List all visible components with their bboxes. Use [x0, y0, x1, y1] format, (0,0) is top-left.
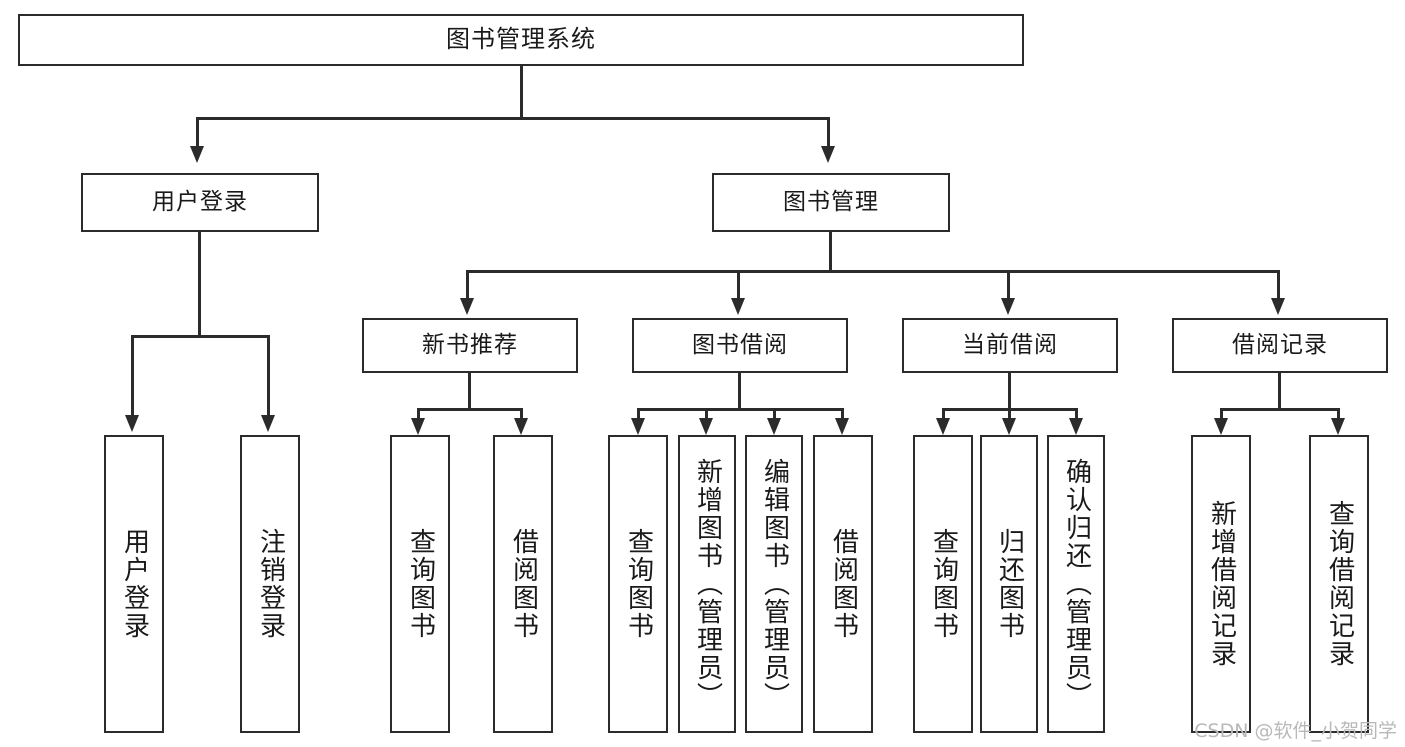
leaf-book-borrow-edit-book-admin[interactable]: 编辑图书（管理员） — [745, 435, 803, 733]
leaf-book-borrow-borrow-book[interactable]: 借阅图书 — [813, 435, 873, 733]
connector-new-book-stem — [468, 373, 471, 410]
leaf-user-login-login[interactable]: 用户登录 — [104, 435, 164, 733]
connector-drop-borrow-record — [1277, 270, 1280, 300]
arrowhead-leaf-current-borrow-1 — [936, 418, 950, 435]
leaf-borrow-record-query-record[interactable]: 查询借阅记录 — [1309, 435, 1369, 733]
leaf-new-book-query-book[interactable]: 查询图书 — [390, 435, 450, 733]
node-label: 当前借阅 — [962, 332, 1058, 359]
connector-drop-book-management — [827, 117, 830, 149]
node-borrow-record[interactable]: 借阅记录 — [1172, 318, 1388, 373]
connector-drop-leaf-user-login-2 — [267, 335, 270, 417]
connector-drop-leaf-current-borrow-2 — [1008, 408, 1011, 420]
node-label: 借阅图书 — [508, 528, 539, 640]
connector-drop-current-borrow — [1007, 270, 1010, 300]
arrowhead-leaf-book-borrow-2 — [699, 418, 713, 435]
node-root-book-management-system[interactable]: 图书管理系统 — [18, 14, 1024, 66]
node-label: 借阅记录 — [1232, 332, 1328, 359]
connector-drop-leaf-new-book-1 — [417, 408, 420, 420]
arrowhead-leaf-current-borrow-3 — [1069, 418, 1083, 435]
node-label: 注销登录 — [255, 528, 286, 640]
node-label: 查询图书 — [623, 528, 654, 640]
connector-root-stem — [520, 66, 523, 119]
arrowhead-leaf-borrow-record-2 — [1331, 418, 1345, 435]
connector-user-login-stem — [198, 232, 201, 337]
leaf-book-borrow-add-book-admin[interactable]: 新增图书（管理员） — [678, 435, 736, 733]
arrowhead-leaf-book-borrow-3 — [767, 418, 781, 435]
node-label: 查询图书 — [928, 528, 959, 640]
node-book-management[interactable]: 图书管理 — [712, 173, 950, 232]
node-label: 用户登录 — [119, 528, 150, 640]
connector-drop-leaf-book-borrow-4 — [841, 408, 844, 420]
leaf-user-login-logout[interactable]: 注销登录 — [240, 435, 300, 733]
connector-book-borrow-bus — [637, 408, 844, 411]
node-new-book-recommend[interactable]: 新书推荐 — [362, 318, 578, 373]
arrowhead-leaf-user-login-1 — [125, 415, 139, 432]
leaf-book-borrow-query-book[interactable]: 查询图书 — [608, 435, 668, 733]
connector-drop-leaf-book-borrow-3 — [773, 408, 776, 420]
connector-user-login-bus — [131, 335, 270, 338]
node-label: 编辑图书（管理员） — [759, 458, 790, 710]
connector-book-management-stem — [829, 232, 832, 272]
node-user-login[interactable]: 用户登录 — [81, 173, 319, 232]
arrowhead-leaf-new-book-2 — [514, 418, 528, 435]
arrowhead-leaf-book-borrow-1 — [631, 418, 645, 435]
arrowhead-leaf-borrow-record-1 — [1214, 418, 1228, 435]
arrowhead-book-borrow — [731, 298, 745, 315]
node-book-borrow[interactable]: 图书借阅 — [632, 318, 848, 373]
node-label: 查询借阅记录 — [1324, 500, 1355, 668]
node-label: 图书借阅 — [692, 332, 788, 359]
connector-level2-bus — [196, 117, 830, 120]
node-label: 图书管理系统 — [446, 25, 596, 54]
arrowhead-leaf-user-login-2 — [261, 415, 275, 432]
leaf-current-borrow-return-book[interactable]: 归还图书 — [980, 435, 1038, 733]
connector-drop-leaf-current-borrow-3 — [1075, 408, 1078, 420]
connector-drop-leaf-user-login-1 — [131, 335, 134, 417]
connector-drop-leaf-book-borrow-1 — [637, 408, 640, 420]
arrowhead-leaf-new-book-1 — [411, 418, 425, 435]
leaf-borrow-record-add-record[interactable]: 新增借阅记录 — [1191, 435, 1251, 733]
connector-drop-new-book — [466, 270, 469, 300]
node-label: 新增借阅记录 — [1206, 500, 1237, 668]
node-label: 查询图书 — [405, 528, 436, 640]
connector-drop-user-login — [196, 117, 199, 149]
arrowhead-borrow-record — [1271, 298, 1285, 315]
node-label: 确认归还（管理员） — [1061, 458, 1092, 710]
arrowhead-user-login — [190, 146, 204, 163]
leaf-current-borrow-confirm-return-admin[interactable]: 确认归还（管理员） — [1047, 435, 1105, 733]
connector-drop-leaf-borrow-record-1 — [1220, 408, 1223, 420]
node-label: 图书管理 — [783, 189, 879, 216]
connector-new-book-bus — [417, 408, 523, 411]
connector-drop-leaf-new-book-2 — [520, 408, 523, 420]
connector-drop-leaf-book-borrow-2 — [705, 408, 708, 420]
arrowhead-new-book — [460, 298, 474, 315]
node-label: 借阅图书 — [828, 528, 859, 640]
connector-level3-bus — [466, 270, 1278, 273]
arrowhead-leaf-current-borrow-2 — [1002, 418, 1016, 435]
connector-drop-leaf-borrow-record-2 — [1337, 408, 1340, 420]
connector-drop-leaf-current-borrow-1 — [942, 408, 945, 420]
connector-current-borrow-stem — [1008, 373, 1011, 410]
arrowhead-current-borrow — [1001, 298, 1015, 315]
node-current-borrow[interactable]: 当前借阅 — [902, 318, 1118, 373]
arrowhead-leaf-book-borrow-4 — [835, 418, 849, 435]
node-label: 新书推荐 — [422, 332, 518, 359]
node-label: 归还图书 — [994, 528, 1025, 640]
connector-borrow-record-bus — [1220, 408, 1340, 411]
arrowhead-book-management — [821, 146, 835, 163]
connector-book-borrow-stem — [738, 373, 741, 410]
node-label: 新增图书（管理员） — [692, 458, 723, 710]
leaf-current-borrow-query-book[interactable]: 查询图书 — [913, 435, 973, 733]
connector-drop-book-borrow — [737, 270, 740, 300]
leaf-new-book-borrow-book[interactable]: 借阅图书 — [493, 435, 553, 733]
connector-borrow-record-stem — [1278, 373, 1281, 410]
node-label: 用户登录 — [152, 189, 248, 216]
